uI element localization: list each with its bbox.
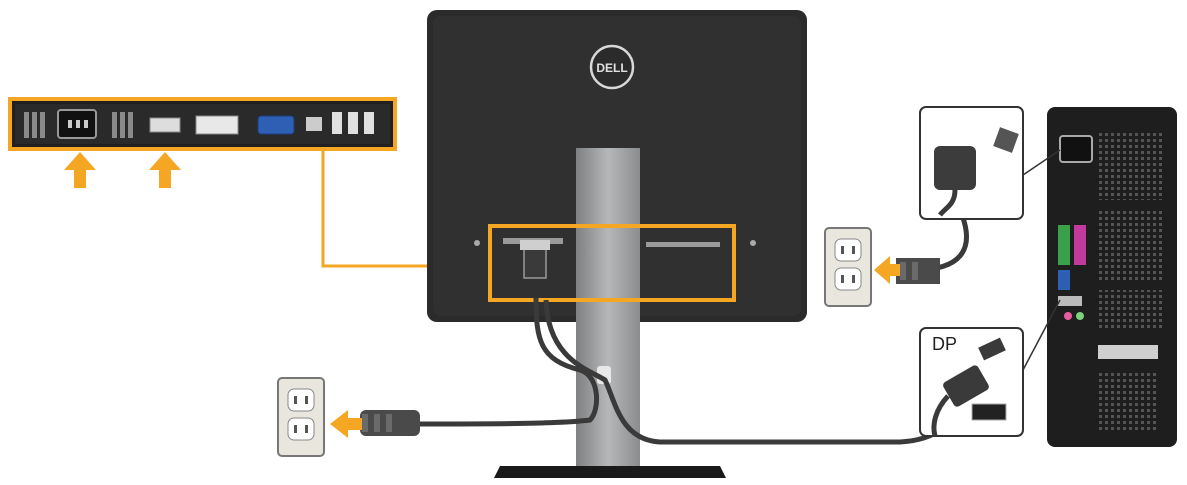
arrow-up-icon xyxy=(149,152,181,188)
pc-displayport xyxy=(1058,296,1082,306)
power-plug-icon xyxy=(934,146,976,190)
monitor: DELL xyxy=(427,10,807,478)
monitor-power-cable xyxy=(419,297,600,427)
power-callout xyxy=(919,106,1024,220)
arrow-right-icon xyxy=(874,256,900,284)
wall-outlet-icon xyxy=(824,227,872,307)
dell-logo xyxy=(589,44,635,90)
displayport-port xyxy=(149,117,181,133)
arrow-left-icon xyxy=(330,410,362,438)
vga-port xyxy=(257,115,295,135)
power-plug-icon xyxy=(896,258,940,284)
pc-io-port-green xyxy=(1058,225,1070,265)
wall-outlet-icon xyxy=(277,377,325,457)
pc-io-port-pink xyxy=(1074,225,1086,265)
displayport-plug-icon xyxy=(943,365,989,407)
pc-tower xyxy=(1047,107,1177,447)
pc-expansion-port xyxy=(1098,345,1158,359)
pc-io-port-blue xyxy=(1058,270,1070,290)
arrow-up-icon xyxy=(64,152,96,188)
connector-highlight-box xyxy=(488,224,736,302)
usb-ports xyxy=(332,112,374,134)
dp-callout: DP xyxy=(919,327,1024,437)
vent-slots-left xyxy=(24,112,45,138)
monitor-stand-neck xyxy=(576,148,640,466)
dp-label: DP xyxy=(932,334,957,354)
power-plug-icon xyxy=(360,410,420,436)
audio-port xyxy=(306,117,322,131)
displayport-plug-icon xyxy=(523,247,547,279)
dvi-port xyxy=(195,115,239,135)
vent-slots-mid xyxy=(112,112,133,138)
callout-pointer-power xyxy=(1022,149,1061,176)
port-panel-inset xyxy=(8,97,397,151)
monitor-stand-base xyxy=(494,466,726,478)
pc-power-inlet xyxy=(1059,135,1093,163)
callout-pointer-dp xyxy=(1022,299,1061,371)
brand-label: DELL xyxy=(596,61,627,75)
